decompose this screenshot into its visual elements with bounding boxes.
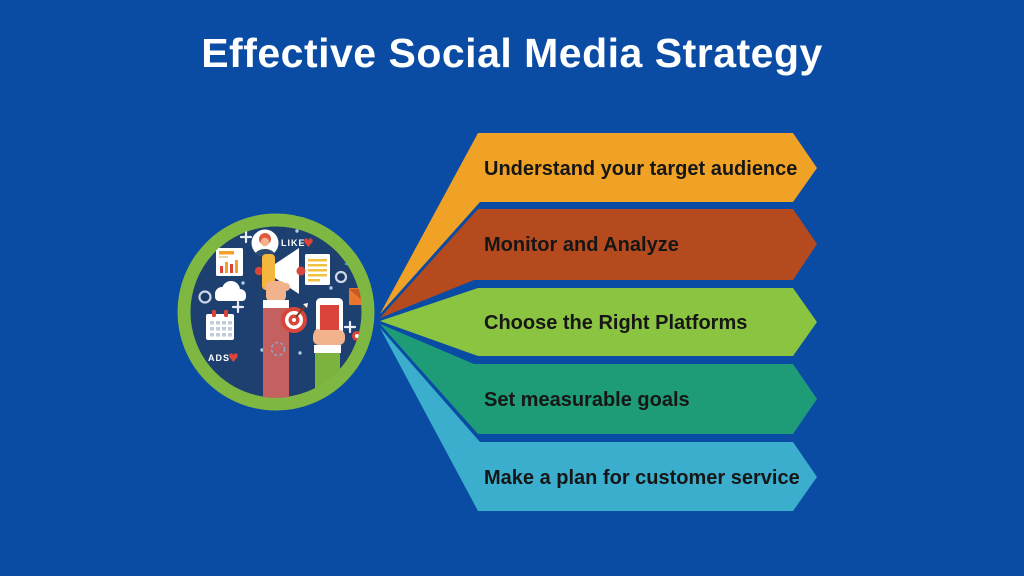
banner-label-2: Monitor and Analyze — [484, 234, 679, 256]
banner-label-4: Set measurable goals — [484, 389, 690, 411]
avatar-icon — [251, 229, 279, 257]
banner-arrow-5 — [380, 328, 817, 511]
target-icon — [281, 303, 308, 333]
calendar-icon — [206, 310, 234, 340]
like-label: LIKE — [281, 238, 306, 248]
cloud-icon — [215, 281, 246, 301]
social-media-illustration: LIKE ♥ — [177, 213, 375, 411]
decorative-dots — [241, 229, 333, 355]
banner-arrow-2 — [380, 209, 817, 318]
megaphone-icon — [254, 248, 306, 294]
banner-arrow-4 — [380, 324, 817, 434]
document-icon — [305, 254, 330, 285]
like-heart-icon: ♥ — [303, 236, 314, 250]
banner-arrows: Understand your target audience Monitor … — [380, 133, 817, 511]
donut-icon — [334, 270, 348, 284]
bar-chart-icon — [216, 248, 243, 276]
banner-label-5: Make a plan for customer service — [484, 467, 800, 489]
banner-arrow-1 — [380, 133, 817, 314]
ads-heart-icon: ♥ — [228, 351, 239, 365]
banner-arrow-3 — [380, 288, 817, 356]
donut-icon — [198, 290, 212, 304]
banner-label-3: Choose the Right Platforms — [484, 312, 747, 334]
ads-label: ADS — [208, 353, 230, 363]
banner-label-1: Understand your target audience — [484, 158, 797, 180]
page-title: Effective Social Media Strategy — [201, 30, 823, 76]
hand-holding-megaphone — [263, 281, 290, 398]
dashed-circle-icon — [270, 341, 286, 357]
